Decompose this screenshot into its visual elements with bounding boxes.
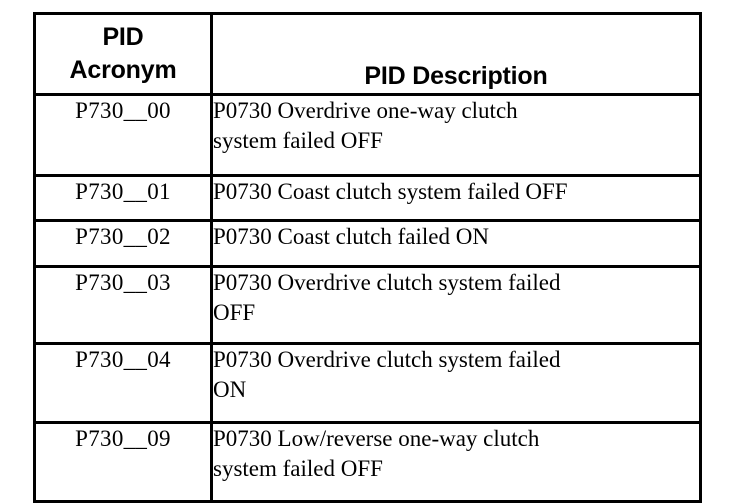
table-row: P730__03 P0730 Overdrive clutch system f… <box>33 265 702 345</box>
cell-description-line: system failed OFF <box>213 456 383 481</box>
cell-acronym: P730__00 <box>33 93 213 177</box>
cell-description-line: P0730 Coast clutch system failed OFF <box>213 179 568 204</box>
cell-acronym: P730__03 <box>33 265 213 345</box>
table-row: P730__00 P0730 Overdrive one-way clutch … <box>33 93 702 177</box>
cell-acronym: P730__01 <box>33 174 213 222</box>
column-header-acronym: PID Acronym <box>33 12 213 96</box>
table-row: P730__04 P0730 Overdrive clutch system f… <box>33 342 702 424</box>
cell-description-line: ON <box>213 377 247 402</box>
cell-description-line: P0730 Low/reverse one-way clutch <box>213 426 540 451</box>
column-header-description: PID Description <box>210 12 702 96</box>
cell-acronym: P730__09 <box>33 421 213 503</box>
header-row: PID Acronym PID Description <box>33 12 702 96</box>
cell-description-line: P0730 Overdrive clutch system failed <box>213 270 561 295</box>
table-header: PID Acronym PID Description <box>33 12 702 96</box>
column-header-description-line-1: PID Description <box>364 62 548 90</box>
cell-description-line: P0730 Coast clutch failed ON <box>213 224 489 249</box>
cell-description-line: P0730 Overdrive clutch system failed <box>213 347 561 372</box>
cell-description-line: P0730 Overdrive one-way clutch <box>213 98 518 123</box>
cell-description-line: system failed OFF <box>213 128 383 153</box>
cell-description: P0730 Overdrive one-way clutch system fa… <box>210 93 702 177</box>
cell-description: P0730 Low/reverse one-way clutch system … <box>210 421 702 503</box>
column-header-acronym-line-1: PID <box>102 23 144 51</box>
cell-acronym: P730__02 <box>33 219 213 268</box>
cell-description: P0730 Coast clutch failed ON <box>210 219 702 268</box>
cell-acronym: P730__04 <box>33 342 213 424</box>
table-row: P730__09 P0730 Low/reverse one-way clutc… <box>33 421 702 503</box>
cell-description: P0730 Overdrive clutch system failed ON <box>210 342 702 424</box>
cell-description-line: OFF <box>213 300 256 325</box>
table-body: P730__00 P0730 Overdrive one-way clutch … <box>33 93 702 503</box>
cell-description: P0730 Overdrive clutch system failed OFF <box>210 265 702 345</box>
cell-description: P0730 Coast clutch system failed OFF <box>210 174 702 222</box>
column-header-acronym-line-2: Acronym <box>69 56 177 84</box>
table-row: P730__01 P0730 Coast clutch system faile… <box>33 174 702 222</box>
table-row: P730__02 P0730 Coast clutch failed ON <box>33 219 702 268</box>
pid-table: PID Acronym PID Description P730__00 P07… <box>33 12 702 503</box>
